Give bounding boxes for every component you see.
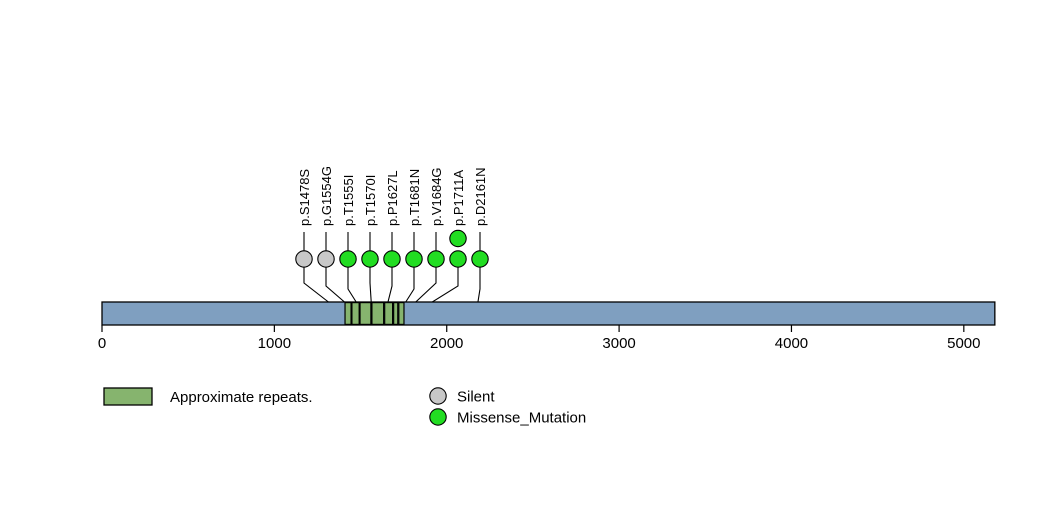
mutation-dot[interactable]	[295, 250, 313, 268]
mutation-label: p.D2161N	[473, 167, 488, 226]
axis-tick-label: 1000	[258, 335, 291, 352]
mutation-dot[interactable]	[383, 250, 401, 268]
plot-legend: Approximate repeats. SilentMissense_Mutat…	[103, 387, 586, 427]
axis-tick-label: 2000	[430, 335, 463, 352]
mutation-label: p.S1478S	[297, 169, 312, 226]
mutation-label: p.V1684G	[429, 167, 444, 226]
mutation-dot[interactable]	[449, 250, 467, 268]
axis-tick-label: 0	[98, 335, 106, 352]
mutation-dot[interactable]	[317, 250, 335, 268]
x-axis: 0 1000 2000 3000 4000 5000	[98, 325, 981, 352]
domain-rect[interactable]	[393, 302, 399, 326]
legend-domain-swatch	[103, 387, 153, 406]
legend-mutation-dot	[429, 408, 447, 426]
mutation-markers	[295, 229, 489, 268]
mutation-dot[interactable]	[427, 250, 445, 268]
protein-domains	[344, 302, 405, 326]
axis-tick-label: 5000	[947, 335, 980, 352]
backbone-rect	[101, 301, 996, 326]
mutation-label: p.G1554G	[319, 166, 334, 226]
legend-domain-label: Approximate repeats.	[170, 389, 313, 406]
domain-rect[interactable]	[398, 302, 405, 326]
mutation-label: p.T1555I	[341, 175, 356, 226]
mutation-dot[interactable]	[405, 250, 423, 268]
mutation-dot[interactable]	[339, 250, 357, 268]
mutation-label: p.P1627L	[385, 170, 400, 226]
domain-rect[interactable]	[371, 302, 385, 326]
legend-mutation-label: Missense_Mutation	[457, 410, 586, 427]
axis-tick-label: 3000	[602, 335, 635, 352]
mutation-dot[interactable]	[449, 229, 467, 248]
mutation-labels: p.S1478S p.G1554G p.T1555I p.T1570I p.P1627L…	[297, 166, 488, 226]
domain-rect[interactable]	[351, 302, 360, 326]
mutation-label: p.T1681N	[407, 169, 422, 226]
mutation-label: p.T1570I	[363, 175, 378, 226]
domain-rect[interactable]	[344, 302, 352, 326]
mutation-label: p.P1711A	[451, 170, 466, 226]
axis-tick-label: 4000	[775, 335, 808, 352]
legend-mutation-dot	[429, 387, 447, 405]
domain-rect[interactable]	[359, 302, 372, 326]
protein-backbone	[101, 301, 996, 326]
mutation-dot[interactable]	[471, 250, 489, 268]
mutation-dot[interactable]	[361, 250, 379, 268]
legend-mutation-label: Silent	[457, 389, 495, 406]
domain-rect[interactable]	[384, 302, 394, 326]
